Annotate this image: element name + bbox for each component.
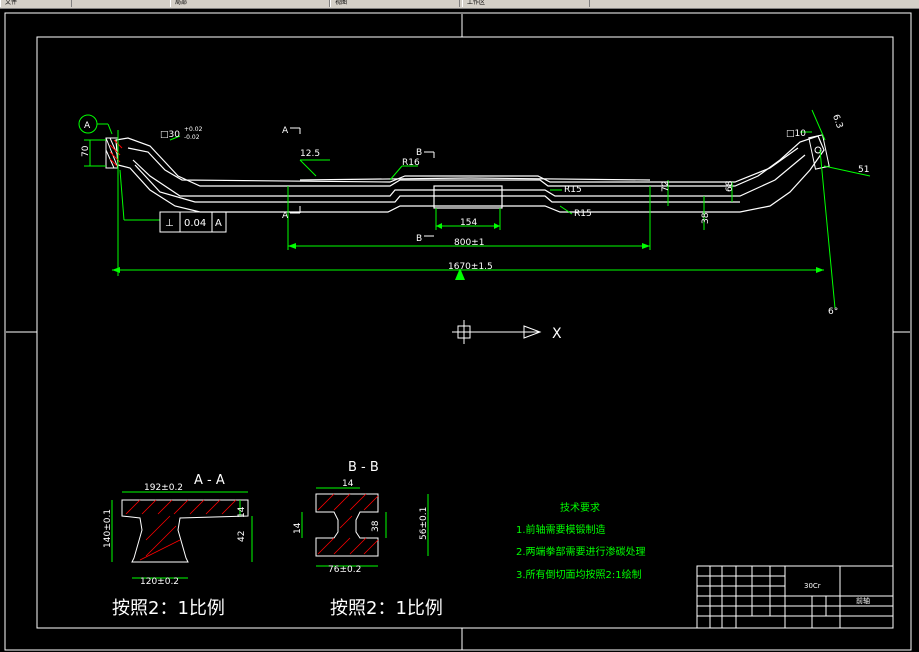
tab-3[interactable]: 工作区 [462, 0, 590, 7]
ucs-x-label: X [552, 326, 562, 342]
section-a-top-label: A [282, 126, 289, 136]
fcf-value: 0.04 [184, 218, 206, 229]
section-bb-title: B - B [348, 460, 379, 475]
section-bb-dims [301, 487, 429, 567]
section-aa-dim-42: 42 [237, 531, 247, 542]
sheet-border [4, 12, 912, 651]
dim-6-3: 6.3 [830, 113, 844, 130]
dim-68: 68 [725, 180, 735, 192]
dim-tol-bottom: -0.02 [184, 134, 200, 141]
dim-38: 38 [701, 212, 711, 224]
dim-square10: □10 [786, 129, 806, 139]
tab-1[interactable]: 局部 [170, 0, 330, 7]
tab-label: 视图 [335, 0, 348, 6]
section-bb-shape [315, 493, 379, 557]
dim-70: 70 [81, 145, 91, 157]
tab-2[interactable]: 视图 [330, 0, 460, 7]
section-aa-dims [111, 491, 253, 579]
dim-1670: 1670±1.5 [448, 262, 493, 272]
section-cut-marks [290, 127, 435, 237]
dim-72: 72 [661, 181, 671, 192]
section-bb-scale: 按照2：1比例 [330, 598, 443, 619]
section-aa-dim-14: 14 [237, 506, 247, 518]
fcf-text: ⊥ 0.04 A [165, 218, 222, 229]
right-knuckle-end [808, 134, 830, 170]
tech-item-2: 2.两端拳部需要进行渗碳处理 [516, 545, 646, 558]
section-bb-dim-text: 14 14 38 56±0.1 76±0.2 [293, 479, 429, 575]
dimension-text: □30 +0.02 -0.02 70 12.5 R16 R15 R15 72 6… [81, 113, 869, 317]
tab-label: 工作区 [467, 0, 486, 6]
title-block [696, 565, 894, 629]
section-aa-dim-bottom: 120±0.2 [140, 577, 179, 587]
front-axle-outline [115, 135, 825, 213]
dim-154: 154 [460, 218, 477, 228]
section-aa-dim-left: 140±0.1 [103, 509, 113, 548]
fcf-datum: A [215, 218, 222, 229]
section-aa-title: A - A [194, 473, 225, 488]
title-block-name: 前轴 [856, 596, 870, 605]
tab-label: 文件 [5, 0, 18, 6]
tech-item-3: 3.所有倒切面均按照2:1绘制 [516, 568, 642, 581]
title-block-text: 30Cr 前轴 [804, 582, 870, 605]
dim-r16: R16 [402, 158, 420, 168]
tab-0[interactable]: 文件 [0, 0, 72, 7]
tech-item-1: 1.前轴需要模锻制造 [516, 523, 606, 536]
dim-51: 51 [858, 165, 869, 175]
section-aa-dim-text: 192±0.2 120±0.2 140±0.1 14 42 [103, 483, 247, 587]
section-a-bottom-label: A [282, 211, 289, 221]
dim-r15-b: R15 [574, 209, 592, 219]
section-bb-dim-bottom: 76±0.2 [328, 565, 361, 575]
ucs-icon [452, 320, 542, 344]
section-bb-dim-38: 38 [371, 520, 381, 532]
section-b-top-label: B [416, 148, 422, 158]
dim-tol-top: +0.02 [184, 126, 203, 133]
technical-requirements: 技术要求 1.前轴需要模锻制造 2.两端拳部需要进行渗碳处理 3.所有倒切面均按… [516, 501, 646, 581]
document-tab-bar: 文件 局部 视图 工作区 [0, 0, 919, 9]
datum-label: A [84, 121, 91, 131]
dim-square30: □30 [160, 130, 180, 140]
tab-label: 局部 [175, 0, 188, 6]
title-block-material: 30Cr [804, 582, 821, 590]
section-labels: A A B B [282, 126, 422, 244]
tech-title: 技术要求 [560, 501, 600, 514]
section-b-bottom-label: B [416, 234, 422, 244]
section-aa-shape [121, 499, 249, 563]
section-aa-scale: 按照2：1比例 [112, 598, 225, 619]
left-knuckle-end [105, 137, 119, 169]
fcf-symbol: ⊥ [165, 218, 174, 229]
section-bb-dim-56: 56±0.1 [419, 507, 429, 540]
arrowheads [112, 223, 824, 280]
dim-800: 800±1 [454, 238, 484, 248]
dim-r15-a: R15 [564, 185, 582, 195]
feature-control-frame [159, 211, 227, 233]
dimension-lines [84, 109, 871, 309]
section-bb-dim-14-left: 14 [293, 522, 303, 534]
section-bb-dim-14-top: 14 [342, 479, 354, 489]
dim-12-5: 12.5 [300, 149, 320, 159]
datum-symbol [78, 114, 113, 135]
dim-6deg: 6° [828, 307, 838, 317]
section-aa-dim-top: 192±0.2 [144, 483, 183, 493]
